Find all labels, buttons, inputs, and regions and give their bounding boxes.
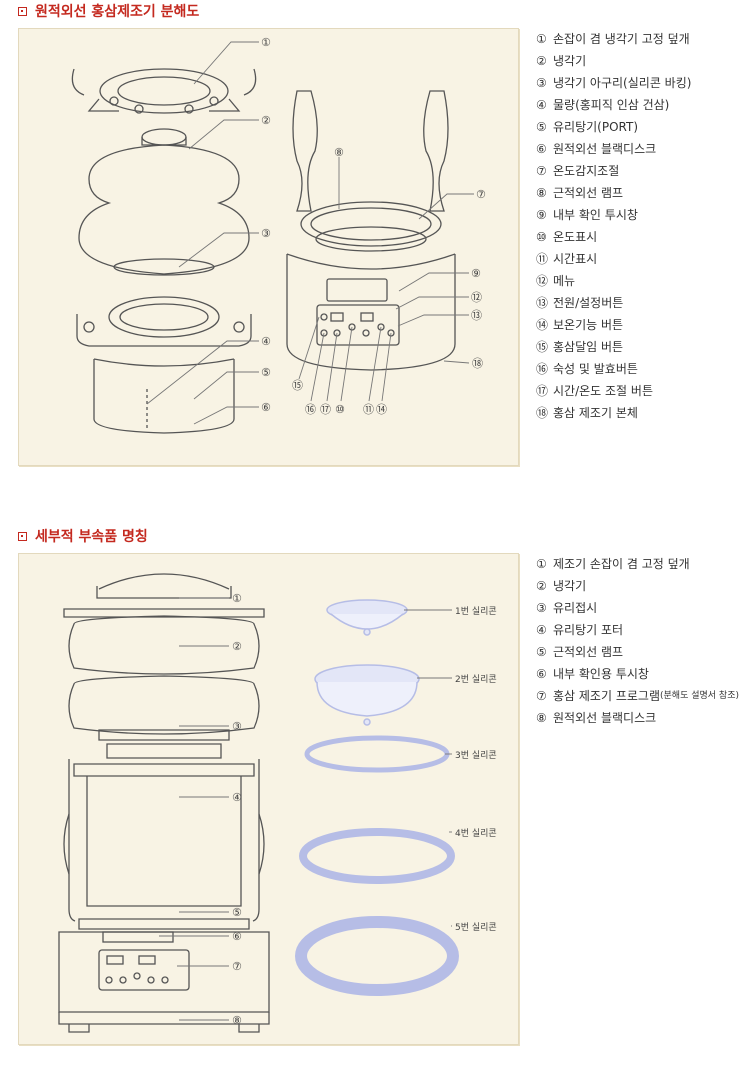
silicone-4 bbox=[299, 828, 455, 884]
marker-8: ⑧ bbox=[232, 1014, 242, 1027]
section2-title: 세부적 부속품 명칭 bbox=[18, 526, 148, 546]
program-panel bbox=[98, 949, 190, 991]
cooler-shape bbox=[68, 615, 260, 675]
marker-1: ① bbox=[261, 36, 271, 49]
leader-lines bbox=[146, 41, 474, 425]
marker-7: ⑦ bbox=[476, 188, 486, 201]
handle-left bbox=[292, 90, 318, 212]
section1-title: 원적외선 홍삼제조기 분해도 bbox=[18, 1, 199, 21]
marker-12: ⑫ bbox=[471, 291, 482, 304]
marker-11: ⑪ bbox=[363, 403, 374, 416]
silicone-label-4: 4번 실리콘 bbox=[455, 828, 497, 839]
glass-port bbox=[93, 359, 235, 434]
section-bullet-icon bbox=[18, 6, 27, 16]
marker-16: ⑯ bbox=[305, 403, 316, 416]
section1-title-text: 원적외선 홍삼제조기 분해도 bbox=[35, 4, 200, 20]
silicone-5 bbox=[295, 916, 459, 996]
parts-diagram-panel: ① ② ③ ④ ⑤ ⑥ ⑦ ⑧ 1번 실리콘 2번 실리콘 3번 실리콘 4번 … bbox=[18, 553, 519, 1045]
silicone-3 bbox=[304, 735, 450, 773]
marker-10: ⑩ bbox=[335, 403, 345, 416]
leader-lines bbox=[159, 597, 452, 1021]
marker-4: ④ bbox=[261, 335, 271, 348]
silicone-label-3: 3번 실리콘 bbox=[455, 750, 497, 761]
marker-7: ⑦ bbox=[232, 960, 242, 973]
silicone-label-5: 5번 실리콘 bbox=[455, 922, 497, 933]
marker-18: ⑱ bbox=[472, 357, 483, 370]
base-body bbox=[286, 254, 456, 371]
exploded-diagram: ① ② ③ ④ ⑤ ⑥ ⑦ ⑧ ⑨ ⑩ ⑪ ⑫ ⑬ ⑭ ⑮ ⑯ ⑰ ⑱ bbox=[71, 36, 486, 434]
handle-right bbox=[423, 90, 449, 212]
marker-9: ⑨ bbox=[471, 267, 481, 280]
marker-17: ⑰ bbox=[320, 403, 331, 416]
marker-6: ⑥ bbox=[261, 401, 271, 414]
marker-5: ⑤ bbox=[232, 906, 242, 919]
window-panel bbox=[326, 278, 388, 302]
marker-3: ③ bbox=[232, 720, 242, 733]
legend-note: (분해도 설명서 참조) bbox=[660, 691, 739, 701]
lid-ring bbox=[99, 68, 229, 114]
marker-2: ② bbox=[232, 640, 242, 653]
silicone-rings bbox=[295, 599, 459, 996]
glass-frame bbox=[86, 776, 242, 907]
parts-diagram: ① ② ③ ④ ⑤ ⑥ ⑦ ⑧ 1번 실리콘 2번 실리콘 3번 실리콘 4번 … bbox=[58, 573, 497, 1033]
marker-6: ⑥ bbox=[232, 930, 242, 943]
control-panel bbox=[316, 304, 400, 346]
section-bullet-icon bbox=[18, 531, 27, 541]
marker-3: ③ bbox=[261, 227, 271, 240]
marker-13: ⑬ bbox=[471, 309, 482, 322]
exploded-diagram-panel: ① ② ③ ④ ⑤ ⑥ ⑦ ⑧ ⑨ ⑩ ⑪ ⑫ ⑬ ⑭ ⑮ ⑯ ⑰ ⑱ bbox=[18, 28, 519, 466]
section2-title-text: 세부적 부속품 명칭 bbox=[35, 529, 148, 545]
marker-5: ⑤ bbox=[261, 366, 271, 379]
marker-15: ⑮ bbox=[292, 379, 303, 392]
cooler-body bbox=[78, 144, 250, 275]
marker-2: ② bbox=[261, 114, 271, 127]
marker-14: ⑭ bbox=[376, 403, 387, 416]
marker-1: ① bbox=[232, 592, 242, 605]
marker-8: ⑧ bbox=[334, 146, 344, 159]
marker-4: ④ bbox=[232, 791, 242, 804]
silicone-label-2: 2번 실리콘 bbox=[455, 674, 497, 685]
silicone-label-1: 1번 실리콘 bbox=[455, 606, 497, 617]
